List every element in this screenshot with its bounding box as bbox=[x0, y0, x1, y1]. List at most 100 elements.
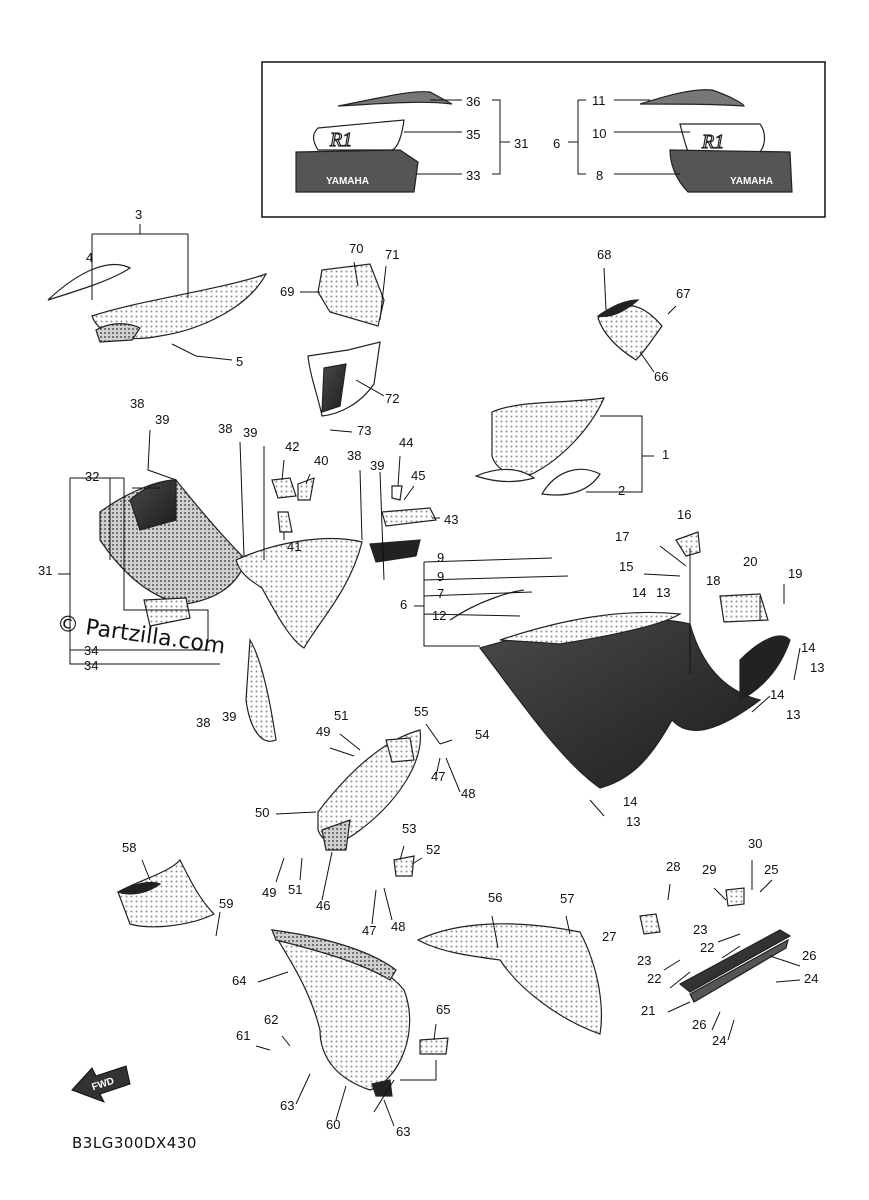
callout-42: 42 bbox=[285, 439, 299, 454]
callout-53: 53 bbox=[402, 821, 416, 836]
callout-21: 21 bbox=[641, 1003, 655, 1018]
callout-28: 28 bbox=[666, 859, 680, 874]
callout-11: 11 bbox=[592, 93, 606, 108]
callout-43: 43 bbox=[444, 512, 458, 527]
callout-33: 33 bbox=[466, 168, 480, 183]
callout-47: 47 bbox=[431, 769, 445, 784]
callout-66: 66 bbox=[654, 369, 668, 384]
callout-23: 23 bbox=[693, 922, 707, 937]
callout-71: 71 bbox=[385, 247, 399, 262]
callout-10: 10 bbox=[592, 126, 606, 141]
callout-14: 14 bbox=[770, 687, 784, 702]
callout-31: 31 bbox=[514, 136, 528, 151]
callout-27: 27 bbox=[602, 929, 616, 944]
callout-62: 62 bbox=[264, 1012, 278, 1027]
callout-48: 48 bbox=[391, 919, 405, 934]
callout-55: 55 bbox=[414, 704, 428, 719]
callout-13: 13 bbox=[626, 814, 640, 829]
upper-bracket-duct bbox=[300, 261, 387, 433]
callout-64: 64 bbox=[232, 973, 246, 988]
callout-12: 12 bbox=[432, 608, 446, 623]
callout-31: 31 bbox=[38, 563, 52, 578]
callout-36: 36 bbox=[466, 94, 480, 109]
callout-39: 39 bbox=[155, 412, 169, 427]
callout-59: 59 bbox=[219, 896, 233, 911]
callout-18: 18 bbox=[706, 573, 720, 588]
callout-26: 26 bbox=[692, 1017, 706, 1032]
callout-14: 14 bbox=[623, 794, 637, 809]
callout-68: 68 bbox=[597, 247, 611, 262]
callout-49: 49 bbox=[316, 724, 330, 739]
callout-14: 14 bbox=[632, 585, 646, 600]
callout-57: 57 bbox=[560, 891, 574, 906]
callout-46: 46 bbox=[316, 898, 330, 913]
upper-cowl-right bbox=[474, 397, 654, 496]
callout-22: 22 bbox=[647, 971, 661, 986]
callout-52: 52 bbox=[426, 842, 440, 857]
callout-51: 51 bbox=[288, 882, 302, 897]
callout-38: 38 bbox=[196, 715, 210, 730]
callout-24: 24 bbox=[804, 971, 818, 986]
callout-48: 48 bbox=[461, 786, 475, 801]
watermark: © Partzilla.com bbox=[55, 611, 227, 659]
callout-54: 54 bbox=[475, 727, 489, 742]
svg-text:R1: R1 bbox=[329, 129, 352, 151]
callout-67: 67 bbox=[676, 286, 690, 301]
lower-cowl-strip bbox=[639, 860, 801, 1041]
svg-text:R1: R1 bbox=[701, 131, 724, 153]
callout-29: 29 bbox=[702, 862, 716, 877]
callout-39: 39 bbox=[243, 425, 257, 440]
svg-text:YAMAHA: YAMAHA bbox=[326, 176, 369, 187]
callout-23: 23 bbox=[637, 953, 651, 968]
decal-inset: R1 YAMAHA R1 YAMAHA bbox=[261, 61, 826, 218]
callout-13: 13 bbox=[810, 660, 824, 675]
callout-50: 50 bbox=[255, 805, 269, 820]
callout-39: 39 bbox=[222, 709, 236, 724]
svg-text:YAMAHA: YAMAHA bbox=[730, 176, 773, 187]
callout-17: 17 bbox=[615, 529, 629, 544]
left-side-cowl bbox=[58, 429, 421, 742]
callout-34: 34 bbox=[84, 643, 98, 658]
callout-69: 69 bbox=[280, 284, 294, 299]
callout-22: 22 bbox=[700, 940, 714, 955]
callout-61: 61 bbox=[236, 1028, 250, 1043]
callout-47: 47 bbox=[362, 923, 376, 938]
callout-13: 13 bbox=[786, 707, 800, 722]
callout-9: 9 bbox=[437, 550, 444, 565]
mid-brackets bbox=[271, 455, 440, 540]
callout-49: 49 bbox=[262, 885, 276, 900]
callout-2: 2 bbox=[618, 483, 625, 498]
upper-cowl-top bbox=[47, 224, 268, 361]
callout-44: 44 bbox=[399, 435, 413, 450]
callout-63: 63 bbox=[280, 1098, 294, 1113]
small-side-panel bbox=[596, 267, 677, 373]
callout-8: 8 bbox=[596, 168, 603, 183]
callout-51: 51 bbox=[334, 708, 348, 723]
callout-4: 4 bbox=[86, 250, 93, 265]
callout-40: 40 bbox=[314, 453, 328, 468]
callout-73: 73 bbox=[357, 423, 371, 438]
callout-65: 65 bbox=[436, 1002, 450, 1017]
callout-30: 30 bbox=[748, 836, 762, 851]
callout-38: 38 bbox=[218, 421, 232, 436]
callout-5: 5 bbox=[236, 354, 243, 369]
callout-6: 6 bbox=[553, 136, 560, 151]
callout-1: 1 bbox=[662, 447, 669, 462]
lower-front-panel bbox=[255, 929, 449, 1127]
lower-right-panel bbox=[416, 915, 602, 1035]
callout-19: 19 bbox=[788, 566, 802, 581]
callout-15: 15 bbox=[619, 559, 633, 574]
callout-25: 25 bbox=[764, 862, 778, 877]
callout-35: 35 bbox=[466, 127, 480, 142]
callout-56: 56 bbox=[488, 890, 502, 905]
callout-9: 9 bbox=[437, 569, 444, 584]
callout-60: 60 bbox=[326, 1117, 340, 1132]
callout-6: 6 bbox=[400, 597, 407, 612]
callout-24: 24 bbox=[712, 1033, 726, 1048]
callout-32: 32 bbox=[85, 469, 99, 484]
right-side-cowl bbox=[414, 531, 801, 817]
callout-34: 34 bbox=[84, 658, 98, 673]
callout-20: 20 bbox=[743, 554, 757, 569]
callout-38: 38 bbox=[347, 448, 361, 463]
